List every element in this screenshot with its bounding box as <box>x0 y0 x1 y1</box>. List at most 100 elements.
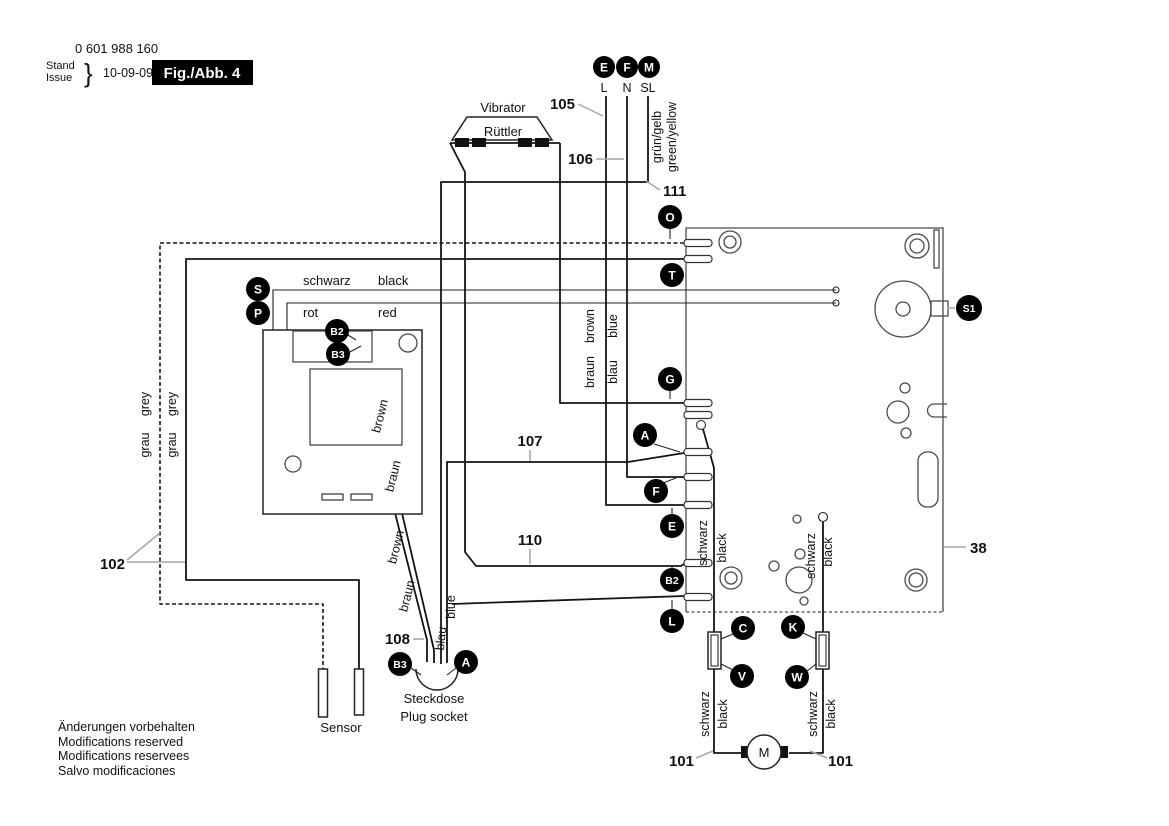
svg-text:F: F <box>652 485 659 499</box>
knob-center <box>895 301 911 317</box>
board-hole <box>284 455 302 473</box>
panel-hole <box>724 571 738 585</box>
panel-hole <box>908 572 924 588</box>
ref-101-left: 101 <box>669 753 694 770</box>
connector-b3-plug: B3 <box>388 652 412 676</box>
wire-motor-right <box>789 522 824 754</box>
connector-a: A <box>633 423 657 447</box>
label-schwarz-v2: schwarz <box>804 533 818 579</box>
panel-hole <box>718 230 742 254</box>
svg-text:B3: B3 <box>331 349 345 361</box>
connector-s1: S1 <box>956 295 982 321</box>
sensor-component: Sensor <box>317 668 365 735</box>
connector-c: C <box>731 616 755 640</box>
svg-text:F: F <box>623 61 630 75</box>
carbon-brush-left-inner <box>710 634 719 667</box>
board-hole <box>398 333 418 353</box>
plug-socket-label-de: Steckdose <box>404 691 465 706</box>
plug-socket-label-en: Plug socket <box>400 709 468 724</box>
connector-a-plug: A <box>454 650 478 674</box>
knob-circle <box>874 280 932 338</box>
terminal-lug-o <box>683 238 713 248</box>
tick-w <box>806 663 817 672</box>
carbon-brush-left <box>707 631 722 670</box>
panel-hole <box>886 400 910 424</box>
label-grau-2: grau <box>165 432 179 457</box>
wire-blue-mains <box>626 96 684 478</box>
svg-text:B2: B2 <box>665 575 679 587</box>
connector-e-top: E <box>593 56 615 78</box>
connector-f-top: F <box>616 56 638 78</box>
connector-o: O <box>658 205 682 229</box>
connector-b2-board: B2 <box>325 319 349 343</box>
carbon-brush-right <box>815 631 830 670</box>
label-blau-socket: blau <box>433 626 449 651</box>
connector-badges: E F M O T S P B2 B3 G A <box>246 56 982 689</box>
svg-text:W: W <box>791 671 803 685</box>
vibrator-label-en: Vibrator <box>480 100 526 115</box>
tick-b2-board <box>347 334 357 341</box>
pin-label-l: L <box>601 81 608 95</box>
panel-clip <box>926 403 947 418</box>
vibrator-contact <box>535 138 549 147</box>
svg-text:E: E <box>668 520 676 534</box>
leader-101-right <box>809 750 828 759</box>
panel-slot <box>917 451 939 508</box>
label-black-v1: black <box>715 533 729 563</box>
connector-v: V <box>730 664 754 688</box>
tick-k <box>802 632 817 640</box>
ref-106: 106 <box>568 151 593 168</box>
ref-108: 108 <box>385 631 410 648</box>
wire-start-dot <box>817 511 829 523</box>
label-blue-mains: blue <box>606 314 620 338</box>
tick-a <box>653 443 681 453</box>
panel-outline <box>685 227 944 612</box>
label-blau-mains: blau <box>606 360 620 384</box>
ref-111: 111 <box>663 183 686 200</box>
panel-hole <box>900 427 912 439</box>
label-grey-1: grey <box>138 391 152 416</box>
label-black-v2: black <box>821 537 835 567</box>
connector-f-mid: F <box>644 479 668 503</box>
label-grey-2: grey <box>165 391 179 416</box>
terminal-lug-a <box>683 447 713 457</box>
label-grau-1: grau <box>138 432 152 457</box>
svg-text:G: G <box>665 373 674 387</box>
terminal-lug-t <box>683 254 713 264</box>
stand-label: Stand <box>46 60 75 72</box>
label-braun-mains: braun <box>583 356 597 388</box>
connector-w: W <box>785 665 809 689</box>
part-number: 0 601 988 160 <box>75 41 158 56</box>
wire-black-sensor <box>272 289 836 333</box>
vibrator-contact <box>472 138 486 147</box>
footer-line-2: Modifications reserved <box>58 735 183 749</box>
sensor-label: Sensor <box>320 720 362 735</box>
label-rot: rot <box>303 305 319 320</box>
label-red: red <box>378 305 397 320</box>
ref-101-right: 101 <box>828 753 853 770</box>
label-black: black <box>378 273 409 288</box>
sensor-probe <box>317 668 329 718</box>
ref-107: 107 <box>517 433 542 450</box>
label-black-v3: black <box>716 699 730 729</box>
board-slot <box>350 493 373 501</box>
svg-text:M: M <box>644 61 654 75</box>
label-braun-diag-2: braun <box>396 579 417 613</box>
tick-c <box>720 633 734 640</box>
svg-text:P: P <box>254 307 262 321</box>
tick-f <box>662 477 677 484</box>
tick-v <box>720 663 734 671</box>
panel-hole <box>723 235 737 249</box>
label-green-yellow: green/yellow <box>665 101 679 172</box>
leader-111 <box>645 180 661 191</box>
tick-b3-board <box>349 345 362 353</box>
connector-s: S <box>246 277 270 301</box>
tick-a-plug <box>446 667 457 676</box>
panel-rib <box>933 229 940 269</box>
sensor-probe <box>353 668 365 716</box>
vibrator-contact <box>455 138 469 147</box>
svg-text:A: A <box>641 429 650 443</box>
panel-hole <box>768 560 780 572</box>
wire-vibrator-g <box>559 143 684 404</box>
